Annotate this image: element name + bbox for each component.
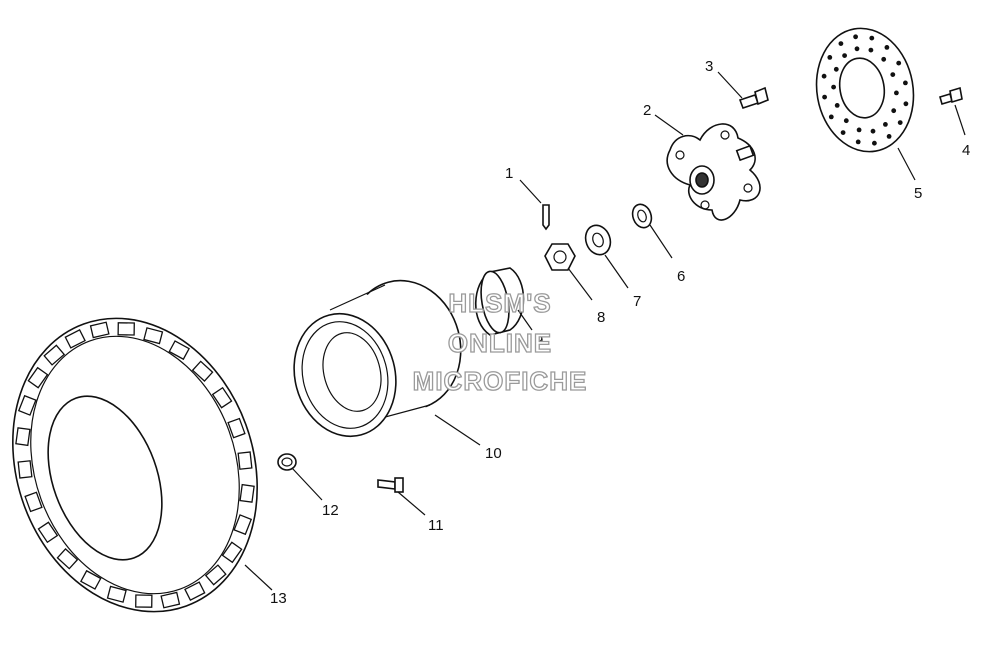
disc-holes xyxy=(821,34,909,146)
part-tire xyxy=(12,317,258,613)
tread-lug xyxy=(37,521,59,544)
disc-hole xyxy=(842,53,847,58)
part-hub xyxy=(666,123,761,221)
tread-lug xyxy=(56,548,79,570)
callout-8: 8 xyxy=(597,309,605,326)
tread-lug xyxy=(227,417,246,439)
tread-lug xyxy=(17,460,33,479)
disc-hole xyxy=(831,84,836,90)
tread-lug xyxy=(89,321,110,339)
tread-lug xyxy=(64,329,86,349)
disc-hole xyxy=(855,139,861,145)
callout-6: 6 xyxy=(677,268,685,285)
tread-lug xyxy=(221,541,243,564)
tread-lug xyxy=(184,581,206,601)
callout-2: 2 xyxy=(643,102,651,119)
disc-hole xyxy=(881,56,887,62)
tread-lug xyxy=(106,585,127,603)
tread-lug xyxy=(135,594,153,608)
disc-hole xyxy=(838,41,844,46)
callout-labels: 1 2 3 4 5 6 7 8 9 10 11 12 13 xyxy=(270,58,970,607)
disc-hole xyxy=(870,128,876,134)
tread-lug xyxy=(191,360,214,382)
callout-13: 13 xyxy=(270,590,287,607)
part-rim xyxy=(293,279,462,438)
part-bolt-short xyxy=(939,86,963,105)
disc-hole xyxy=(903,101,909,107)
disc-hole xyxy=(868,47,874,53)
disc-hole xyxy=(884,45,890,50)
callout-4: 4 xyxy=(962,142,970,159)
part-castle-nut xyxy=(544,243,576,271)
watermark-line-3: MICROFICHE xyxy=(413,366,588,396)
disc-hole xyxy=(886,134,892,139)
part-valve-stem xyxy=(377,477,404,493)
disc-hole xyxy=(827,55,833,60)
disc-hole xyxy=(843,118,849,124)
callout-1: 1 xyxy=(505,165,513,182)
tread-lug xyxy=(237,451,253,470)
callout-10: 10 xyxy=(485,445,502,462)
part-brake-disc xyxy=(815,27,915,153)
tire-tread xyxy=(15,321,255,609)
tread-lug xyxy=(17,394,37,416)
tread-lug xyxy=(43,344,66,366)
tread-lug xyxy=(211,386,233,409)
watermark-line-1: HLSM'S xyxy=(448,288,551,318)
watermark-line-2: ONLINE xyxy=(448,328,552,358)
disc-hole xyxy=(883,122,888,127)
part-spacer xyxy=(474,267,525,336)
tread-lug xyxy=(239,483,255,503)
tread-lug xyxy=(15,427,31,447)
callout-11: 11 xyxy=(428,517,444,534)
disc-hole xyxy=(891,108,897,114)
watermark: HLSM'S ONLINE MICROFICHE xyxy=(412,287,588,396)
callout-9: 9 xyxy=(535,332,543,349)
tread-lug xyxy=(160,591,181,609)
disc-hole xyxy=(828,114,834,120)
tread-lug xyxy=(143,327,164,345)
disc-hole xyxy=(872,140,877,146)
tread-lug xyxy=(80,569,102,590)
disc-hole xyxy=(840,130,846,136)
part-bolt-long xyxy=(738,86,769,110)
disc-hole xyxy=(896,60,902,66)
disc-hole xyxy=(834,103,840,108)
part-washer-large xyxy=(584,224,612,256)
disc-hole xyxy=(890,72,896,77)
tread-lug xyxy=(204,564,227,586)
disc-hole xyxy=(856,127,862,133)
leader-lines xyxy=(244,71,966,591)
tread-lug xyxy=(27,366,49,389)
part-washer-small xyxy=(631,203,653,229)
disc-hole xyxy=(833,66,839,72)
disc-hole xyxy=(894,90,899,96)
callout-3: 3 xyxy=(705,58,713,75)
tread-lug xyxy=(168,340,190,361)
disc-hole xyxy=(853,34,858,40)
disc-hole xyxy=(897,120,903,125)
part-cotter-pin xyxy=(542,204,550,231)
tread-lug xyxy=(233,514,253,536)
callout-7: 7 xyxy=(633,293,641,310)
tread-lug xyxy=(117,322,135,336)
tread-lug xyxy=(24,491,43,513)
disc-hole xyxy=(822,94,827,100)
callout-12: 12 xyxy=(322,502,339,519)
disc-hole xyxy=(854,46,860,52)
disc-hole xyxy=(869,35,875,41)
disc-hole xyxy=(903,80,908,86)
part-lug-nut xyxy=(277,453,297,471)
callout-5: 5 xyxy=(914,185,922,202)
disc-hole xyxy=(821,73,827,79)
